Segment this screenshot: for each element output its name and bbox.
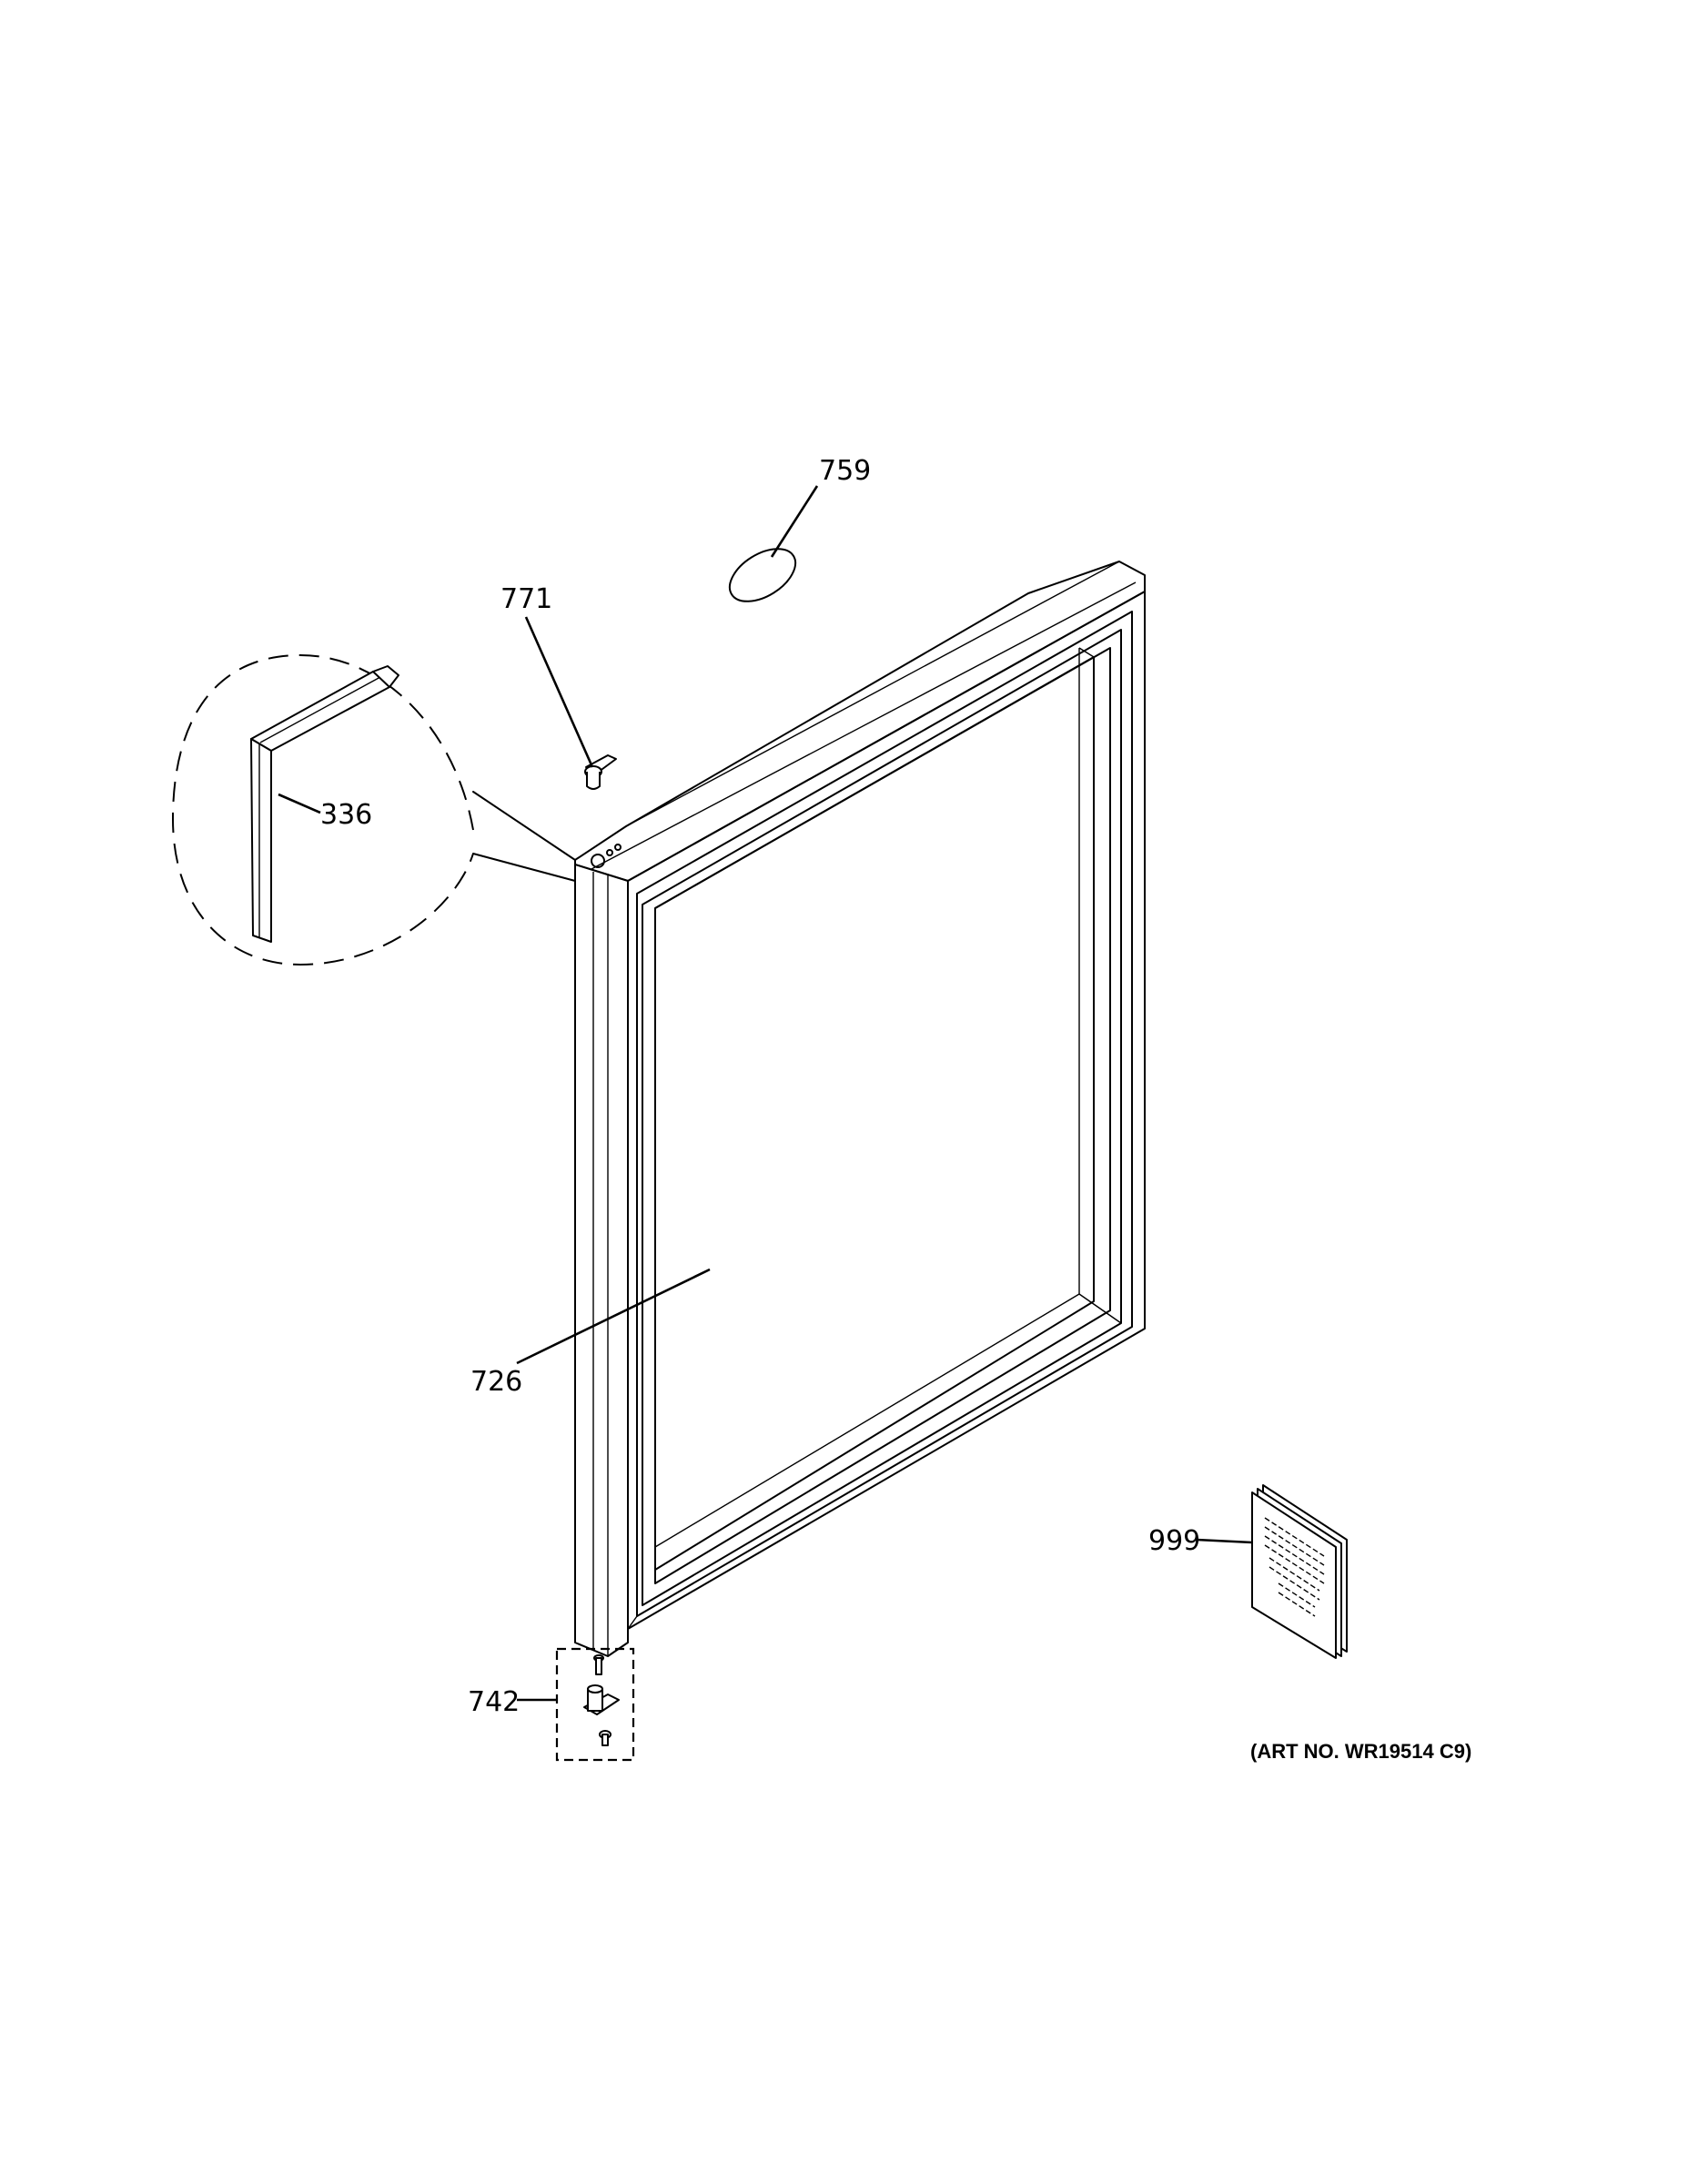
leader-999 — [1196, 1538, 1253, 1544]
detail-pointer-lower — [472, 853, 576, 882]
hinge-bracket — [583, 1684, 620, 1715]
callout-771[interactable]: 771 — [500, 583, 552, 615]
manual-text-lines — [1264, 1517, 1325, 1617]
leader-759 — [770, 485, 819, 558]
callout-742[interactable]: 742 — [468, 1686, 520, 1718]
callout-759[interactable]: 759 — [819, 455, 871, 487]
part-759-badge[interactable] — [721, 538, 804, 612]
detail-pointer-upper — [472, 791, 576, 861]
callout-336[interactable]: 336 — [320, 799, 372, 831]
part-726-door-gasket[interactable] — [574, 561, 1146, 1657]
leader-336 — [278, 793, 321, 814]
hinge-screw-bottom — [599, 1730, 612, 1746]
part-771-hinge-pin[interactable] — [584, 754, 617, 790]
callout-726[interactable]: 726 — [470, 1366, 522, 1398]
art-number: (ART NO. WR19514 C9) — [1250, 1740, 1471, 1763]
part-336-detail-bubble — [171, 653, 576, 966]
hinge-screw-top — [593, 1654, 604, 1675]
part-999-manual[interactable] — [1251, 1484, 1348, 1659]
callout-999[interactable]: 999 — [1148, 1525, 1200, 1557]
part-336-gasket-corner[interactable] — [250, 665, 399, 943]
leader-726 — [516, 1268, 711, 1365]
part-742-hinge-kit[interactable] — [555, 1647, 635, 1762]
leader-771 — [524, 616, 594, 768]
